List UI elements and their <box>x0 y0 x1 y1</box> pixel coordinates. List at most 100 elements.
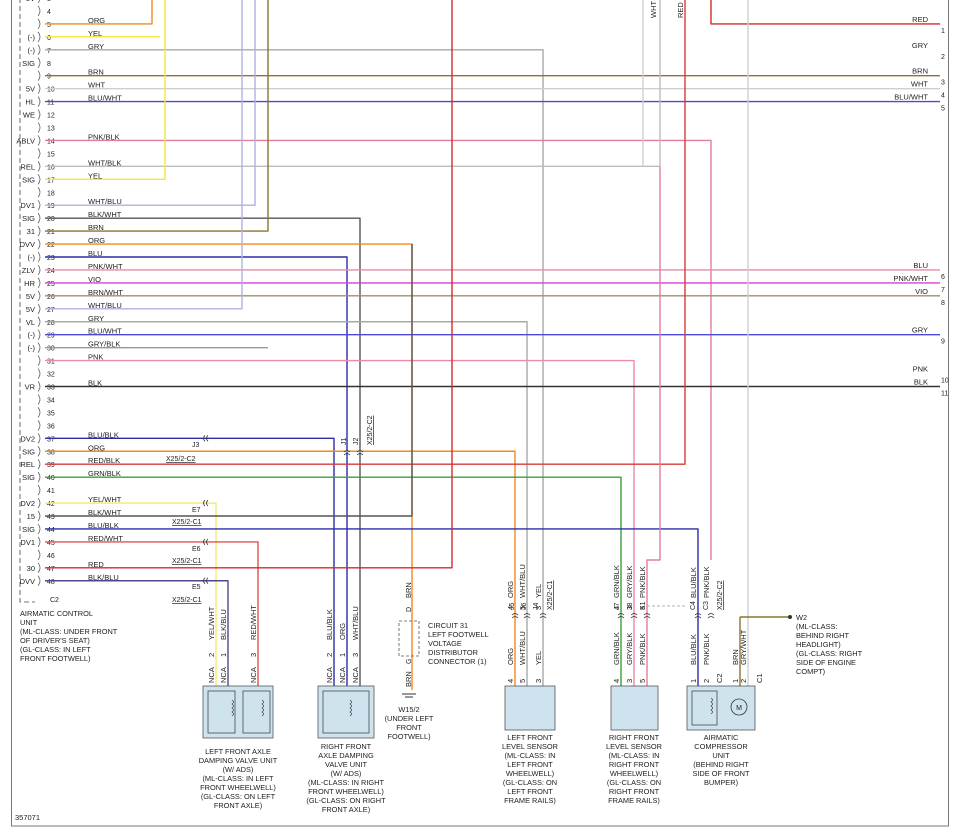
ecu-pin-wire-color: GRY/BLK <box>88 340 120 349</box>
wire <box>45 0 166 180</box>
right-terminals: RED1GRY2BRN3WHT4BLU/WHT5BLU6PNK/WHT7VIO8… <box>893 15 948 398</box>
lfa-solenoid <box>207 690 236 734</box>
ecu-pin-signal: WE <box>23 111 35 120</box>
connector-arc <box>206 538 209 546</box>
lfl-pin-number: 4 <box>506 679 515 683</box>
ecu-pin-wire-color: RED <box>88 560 104 569</box>
rfl-wire-label: PNK/BLK <box>638 633 647 665</box>
lfa-pin-number: 1 <box>219 653 228 657</box>
ecu-pin-signal: ABLV <box>16 136 35 145</box>
ecu-pin-terminal <box>37 381 41 392</box>
ecu-pin-terminal <box>37 251 41 263</box>
wire <box>710 0 940 25</box>
connector-j3: J3 <box>192 442 200 449</box>
ecu-pin-wire-color: YEL <box>88 171 102 180</box>
w2-ground-point: W2 (ML-CLASS: BEHIND RIGHT HEADLIGHT) (G… <box>788 613 863 676</box>
ground-label: FOOTWELL) <box>387 732 430 741</box>
ground-label: (UNDER LEFT <box>385 714 434 723</box>
rfl-caption: RIGHT FRONT <box>609 760 660 769</box>
connector-x25-c1: X25/2-C1 <box>172 558 202 565</box>
ecu-pin-number: 20 <box>47 216 55 223</box>
comp-pin-number: 2 <box>739 679 748 683</box>
ecu-pin-number: 28 <box>47 320 55 327</box>
rfa-caption: RIGHT FRONT <box>321 742 372 751</box>
rfa-nca-label: NCA <box>325 667 334 683</box>
ecu-pin-wire-color: BLK/WHT <box>88 210 122 219</box>
wire <box>45 502 217 690</box>
ecu-pin-terminal <box>37 18 41 30</box>
comp-pin-number: 2 <box>702 679 711 683</box>
right-front-axle-valve-unit: RIGHT FRONT AXLE DAMPING VALVE UNIT (W/ … <box>306 685 386 814</box>
w2-dot <box>788 615 792 619</box>
wire <box>45 0 153 25</box>
ecu-pin-signal: DV2 <box>20 434 35 443</box>
lfa-box <box>202 685 274 739</box>
ground-label: FRONT <box>396 723 422 732</box>
ground-label: W15/2 <box>398 705 419 714</box>
ecu-pin-number: 4 <box>47 9 51 16</box>
ecu-pin-signal: 30 <box>27 564 35 573</box>
rfl-pin-number: 4 <box>612 606 621 610</box>
connector-arc <box>707 616 715 619</box>
ecu-pin-signal: 5V <box>26 305 35 314</box>
connector-c3: C3 <box>703 601 710 610</box>
right-terminal-wire: BLU <box>913 261 928 270</box>
lfa-solenoid <box>242 690 271 734</box>
ecu-pin-number: 13 <box>47 126 55 133</box>
lfa-pin-number: 2 <box>207 653 216 657</box>
connector-k1: K1 <box>640 601 647 610</box>
ecu-pin-wire-color: VIO <box>88 275 101 284</box>
lfa-caption: DAMPING VALVE UNIT <box>199 756 278 765</box>
lfl-wire-label: YEL <box>534 651 543 665</box>
wire <box>45 528 699 690</box>
right-terminal-number: 7 <box>941 287 945 294</box>
ecu-pin-number: 16 <box>47 164 55 171</box>
ecu-pin-terminal <box>37 212 41 224</box>
comp-wire-label: BLU/BLK <box>689 634 698 665</box>
ecu-pin-number: 36 <box>47 423 55 430</box>
ecu-pin-wire-color: RED/BLK <box>88 456 120 465</box>
ecu-pin-terminal <box>37 368 41 379</box>
connector-j1: J1 <box>341 438 348 446</box>
rfa-caption: (ML-CLASS: IN RIGHT <box>308 778 384 787</box>
ecu-pin-terminal <box>37 277 41 289</box>
ecu-pin-number: 26 <box>47 294 55 301</box>
rfa-nca-label: NCA <box>351 667 360 683</box>
connector-arc <box>630 613 638 616</box>
rfl-wire-label: GRY/BLK <box>625 566 634 598</box>
connector-arc <box>356 450 364 453</box>
ecu-pin-terminal <box>37 264 41 276</box>
ecu-pin-signal: (-) <box>28 253 36 262</box>
ecu-pin-signal: SIG <box>22 473 35 482</box>
right-terminal-number: 3 <box>941 80 945 87</box>
rfl-pin-number: 3 <box>625 606 634 610</box>
ecu-pin-number: 19 <box>47 203 55 210</box>
ecu-pin-signal: 5V <box>26 292 35 301</box>
rfl-caption: (GL-CLASS: ON <box>607 778 661 787</box>
ecu-pin-signal: DV1 <box>20 201 35 210</box>
lfl-caption: (ML-CLASS: IN <box>505 751 556 760</box>
lfl-caption: LEFT FRONT <box>507 787 553 796</box>
connector-arc <box>203 499 206 507</box>
ecu-pin-terminal <box>37 510 41 522</box>
ecu-pin-number: 38 <box>47 449 55 456</box>
top-wire-label-red: RED <box>676 2 685 18</box>
right-terminal-wire: BRN <box>912 67 928 76</box>
circuit31-wire-top: BRN <box>404 582 413 598</box>
lfa-caption: (GL-CLASS: ON LEFT <box>201 792 276 801</box>
lfa-wire-label: BLK/BLU <box>219 609 228 640</box>
lfa-caption: FRONT WHEELWELL) <box>200 783 276 792</box>
ecu-pin-wire-color: BRN/WHT <box>88 288 123 297</box>
ecu-pin-terminal <box>37 57 41 68</box>
lfl-wire-label: WHT/BLU <box>518 631 527 665</box>
ecu-pin-terminal <box>37 316 41 327</box>
rfa-nca-label: NCA <box>338 667 347 683</box>
wire <box>45 580 229 690</box>
lfa-nca-label: NCA <box>249 667 258 683</box>
rfl-wire-label: GRY/BLK <box>625 633 634 665</box>
ecu-pin-wire-color: WHT <box>88 81 105 90</box>
ecu-pin-signal: SIG <box>22 59 35 68</box>
rfa-caption: (W/ ADS) <box>331 769 362 778</box>
connector-arc <box>539 613 547 616</box>
wire <box>45 359 635 690</box>
